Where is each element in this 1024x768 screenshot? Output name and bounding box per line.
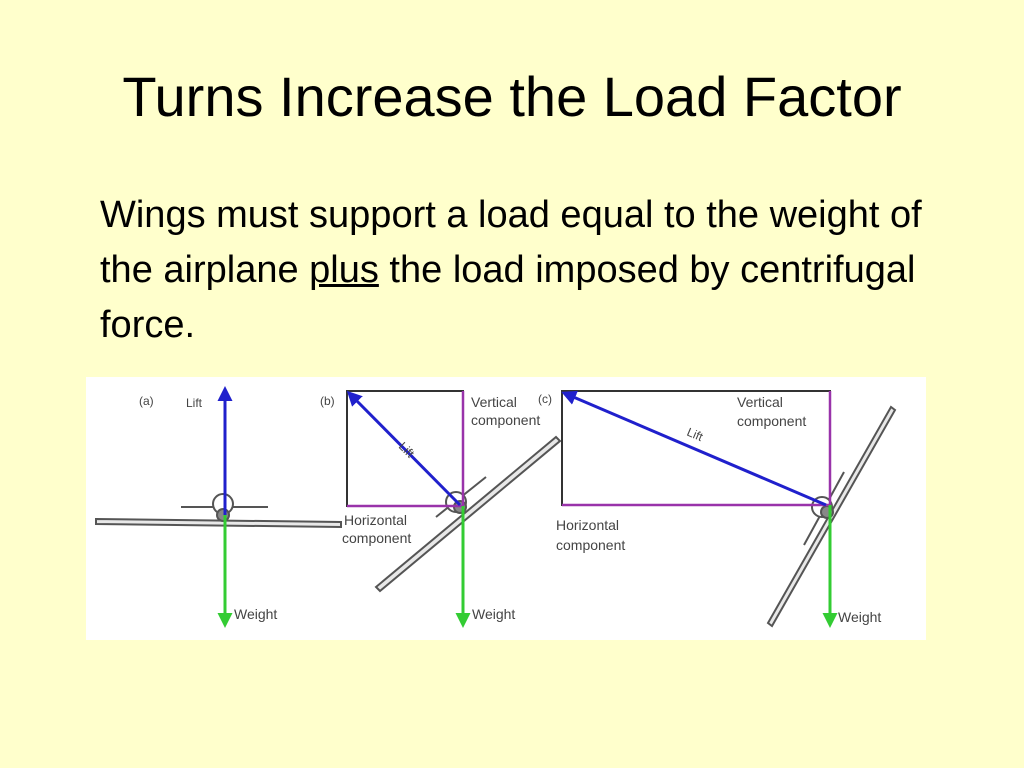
panel-c-horizontal-label-2: component [556,537,625,553]
panel-b-vertical-label-1: Vertical [471,394,517,410]
panel-b: (b) Lift Vertical component Horizontal c… [320,390,562,628]
panel-b-letter: (b) [320,394,335,408]
panel-c: (c) Lift Vertical component Horizontal c… [538,390,897,628]
slide-title: Turns Increase the Load Factor [122,65,902,128]
panel-b-weight-label: Weight [472,606,515,622]
bullet-text-underlined: plus [309,249,379,291]
panel-c-horizontal-label-1: Horizontal [556,517,619,533]
panel-a-letter: (a) [139,394,154,408]
load-factor-diagram: (a) Lift Weight (b) Lift Vertical compon… [86,377,926,640]
panel-c-letter: (c) [538,392,552,406]
bullet-text-part2: the load imposed by centrifugal force. [100,249,916,346]
panel-c-vertical-label-2: component [737,413,806,429]
panel-b-vertical-label-2: component [471,412,540,428]
panel-b-horizontal-label-2: component [342,530,411,546]
panel-a-weight-label: Weight [234,606,277,622]
panel-a: (a) Lift Weight [95,386,342,628]
panel-b-horizontal-label-1: Horizontal [344,512,407,528]
lift-vector-b [346,390,462,507]
panel-c-lift-label: Lift [685,425,706,444]
panel-a-lift-label: Lift [186,396,203,410]
bullet-text-part1: Wings must support a load equal to the w… [100,194,922,291]
panel-c-vertical-label-1: Vertical [737,394,783,410]
lift-vector-c [561,390,827,507]
bullet-text: Wings must support a load equal to the w… [100,188,960,353]
panel-c-weight-label: Weight [838,609,881,625]
airplane-level [95,493,342,529]
load-factor-diagram-svg: (a) Lift Weight (b) Lift Vertical compon… [95,386,897,628]
